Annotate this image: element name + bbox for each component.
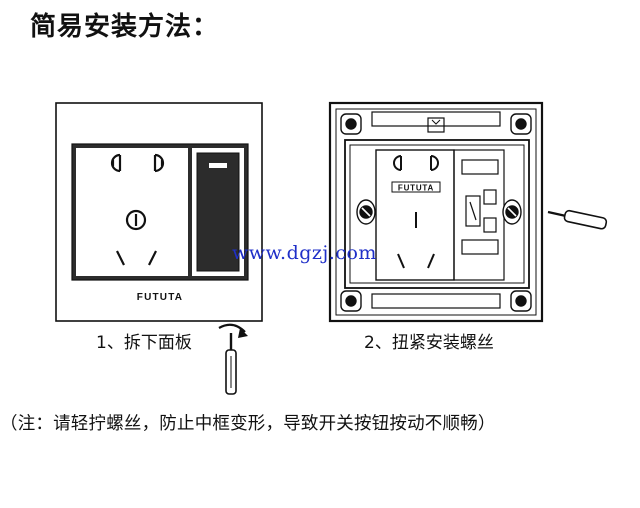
outer-plate — [55, 102, 263, 322]
switch-indicator-icon — [209, 163, 227, 168]
installation-note: （注：请轻拧螺丝，防止中框变形，导致开关按钮按动不顺畅） — [0, 414, 496, 434]
socket-frame-figure: FUTUTA — [328, 101, 544, 323]
mounting-screw-right-icon — [502, 199, 522, 225]
watermark-text: www.dgzj.com — [232, 242, 377, 264]
screwdriver-right-icon — [547, 209, 608, 230]
mounting-screw-left-icon — [356, 199, 376, 225]
page-title: 简易安装方法： — [30, 12, 220, 42]
svg-text:FUTUTA: FUTUTA — [137, 292, 183, 303]
two-pin-outlet-icon — [110, 153, 165, 173]
switch-button — [196, 152, 240, 272]
switch-mechanism — [461, 159, 499, 255]
step1-caption: 1、拆下面板 — [96, 333, 192, 353]
corner-bosses — [340, 113, 532, 312]
screwdriver-icon — [218, 323, 248, 395]
step2-caption: 2、扭紧安装螺丝 — [364, 333, 494, 353]
brand-logo: FUTUTA — [137, 292, 183, 303]
mounting-plate — [344, 139, 530, 289]
socket-panel-figure: FUTUTA — [55, 102, 263, 322]
three-pin-outlet-icon — [116, 209, 157, 266]
two-pin-outlet-icon — [393, 155, 439, 171]
three-pin-outlet-icon — [397, 212, 435, 269]
svg-text:FUTUTA: FUTUTA — [398, 184, 434, 193]
rotate-arrow-icon — [218, 323, 246, 333]
outer-frame — [328, 101, 544, 323]
